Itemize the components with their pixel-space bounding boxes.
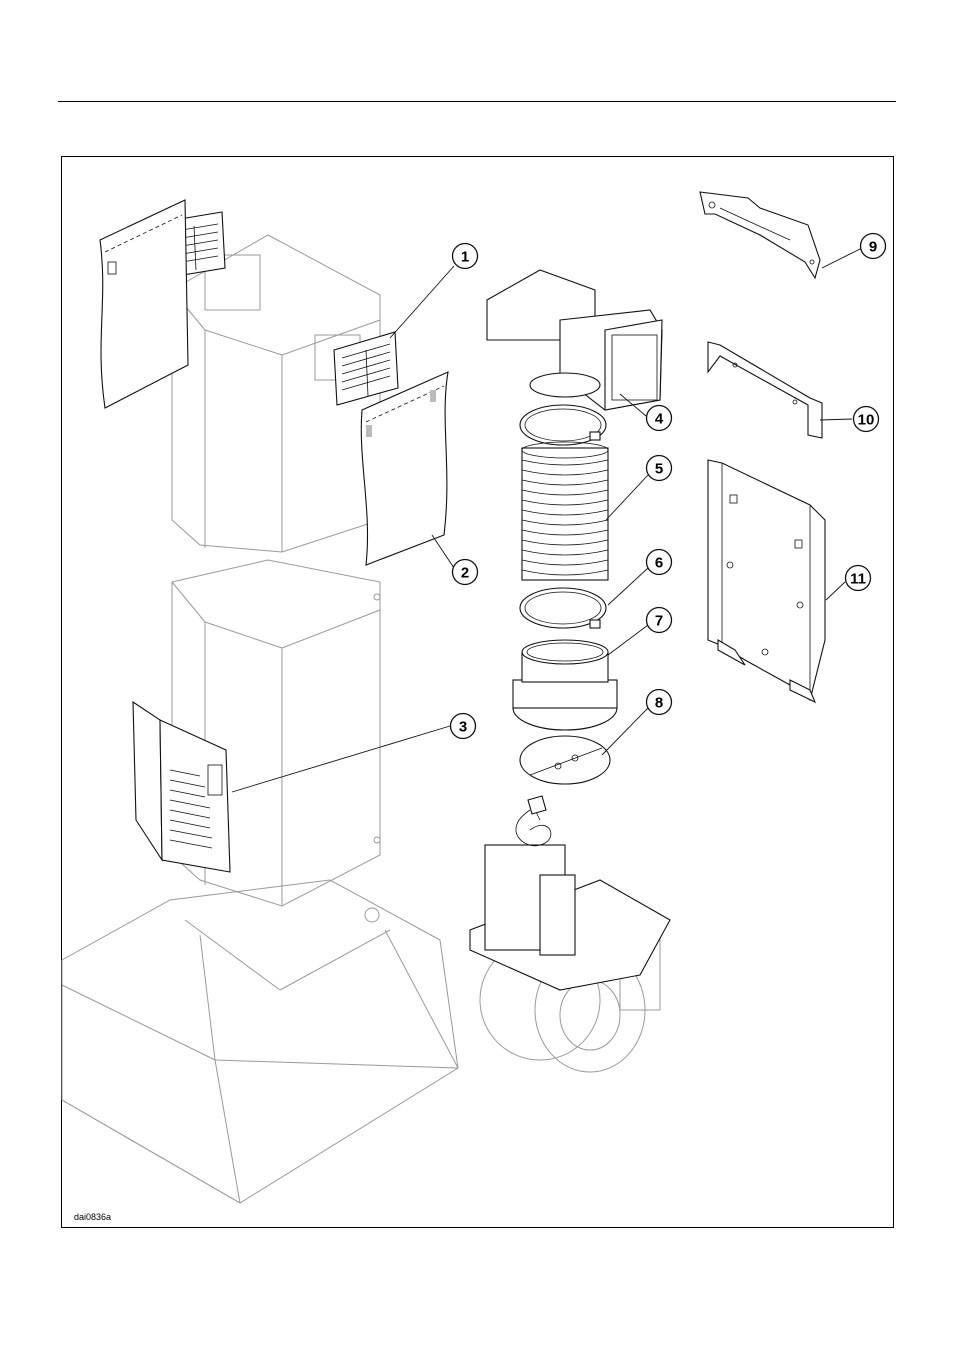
callout-number: 7: [655, 613, 663, 630]
callout-number: 11: [850, 571, 866, 588]
duct-adaptor: [487, 270, 662, 410]
flexible-hose: [522, 442, 608, 580]
callout-number: 5: [655, 461, 663, 478]
mounting-bracket-10: [708, 342, 822, 438]
mounting-bracket-9: [700, 192, 820, 278]
callout-9: 9: [861, 234, 886, 259]
callout-11: 11: [846, 566, 871, 591]
hose-clamp-upper: [520, 405, 606, 445]
backflow-damper: [520, 736, 610, 784]
callout-10: 10: [854, 407, 879, 432]
callout-7: 7: [647, 608, 672, 633]
callout-5: 5: [647, 456, 672, 481]
callout-6: 6: [647, 550, 672, 575]
motor-control-unit: [470, 796, 670, 990]
mounting-plate-11: [708, 460, 825, 702]
drawing-code: dai0836a: [74, 1212, 111, 1222]
callout-number: 6: [655, 555, 663, 572]
callout-3: 3: [451, 714, 476, 739]
callout-2: 2: [453, 560, 478, 585]
hose-clamp-lower: [520, 588, 606, 628]
paper-template-left: [100, 200, 188, 408]
paper-template-2: [361, 372, 448, 565]
callout-number: 9: [869, 239, 877, 256]
instruction-booklet: [133, 702, 230, 872]
callout-1: 1: [453, 244, 478, 269]
callout-number: 3: [459, 719, 467, 736]
callout-number: 10: [858, 412, 875, 429]
callout-number: 4: [655, 411, 664, 428]
hood-canopy: [62, 880, 458, 1203]
callout-4: 4: [647, 406, 672, 431]
callout-number: 8: [655, 695, 663, 712]
exhaust-collar: [513, 640, 617, 730]
callout-number: 1: [461, 249, 469, 266]
callout-number: 2: [461, 565, 469, 582]
vent-grille-right: [334, 332, 398, 405]
callout-8: 8: [647, 690, 672, 715]
